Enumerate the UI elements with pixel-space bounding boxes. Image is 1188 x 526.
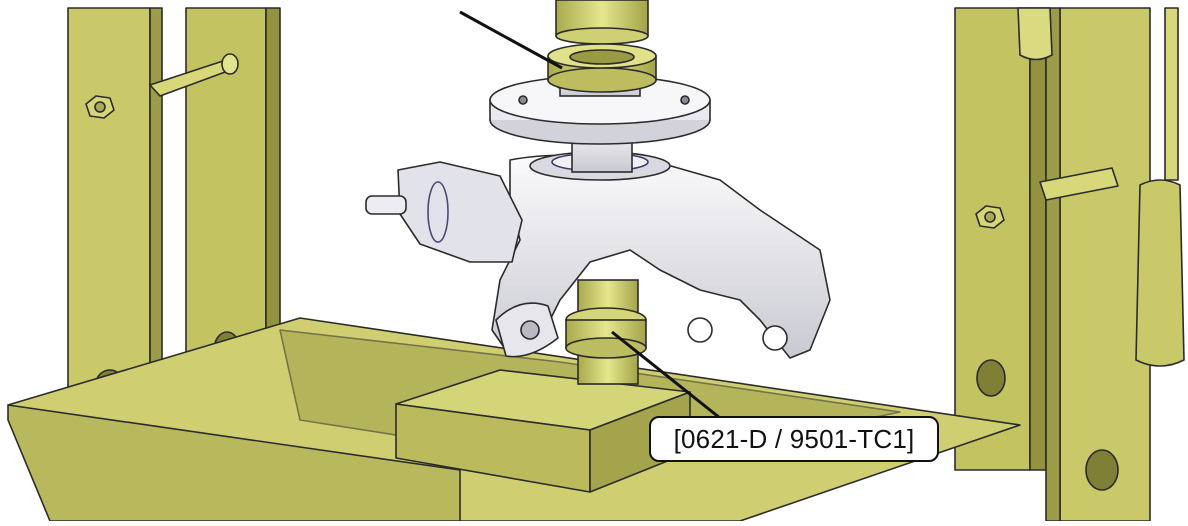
hub-stud-2: [680, 95, 690, 105]
lever-rod: [1164, 7, 1179, 181]
right-upright-front-side: [1045, 7, 1061, 522]
knuckle-sensor-plug: [365, 195, 407, 215]
knuckle-hole-right-1: [687, 317, 713, 343]
tool-reference-label: [0621-D / 9501-TC1]: [673, 423, 915, 454]
lower-adapter: [565, 279, 647, 385]
left-upright-front: [67, 7, 151, 399]
leader-line-lower: [611, 330, 721, 420]
right-pin: [1039, 167, 1119, 201]
knuckle-hole-left: [520, 320, 540, 340]
lever-grip: [1135, 179, 1185, 367]
ram-rod-end: [555, 27, 649, 45]
knuckle-hole-right-2: [762, 325, 788, 351]
knuckle-sensor: [397, 161, 523, 263]
lever-top: [1017, 7, 1053, 61]
right-hole-1: [976, 359, 1006, 397]
right-hole-2: [1085, 449, 1119, 491]
knuckle-sensor-ring: [427, 181, 449, 243]
press-ram: [547, 0, 657, 93]
ring-tool-bottom: [547, 67, 657, 93]
left-pin-end: [221, 53, 239, 75]
hub-stud-1: [518, 95, 528, 105]
wheel-hub: [489, 64, 711, 173]
nut-hole-right: [984, 211, 996, 223]
tool-reference-callout: [0621-D / 9501-TC1]: [649, 416, 939, 462]
right-upright-rear-side: [1029, 7, 1047, 471]
ring-tool-bore: [569, 49, 635, 65]
right-frame: [954, 7, 1185, 522]
leader-line-upper: [459, 10, 563, 70]
right-upright-rear: [954, 7, 1031, 471]
right-upright-front: [1059, 7, 1151, 522]
nut-hole: [94, 101, 106, 113]
left-upright-side: [149, 7, 163, 401]
